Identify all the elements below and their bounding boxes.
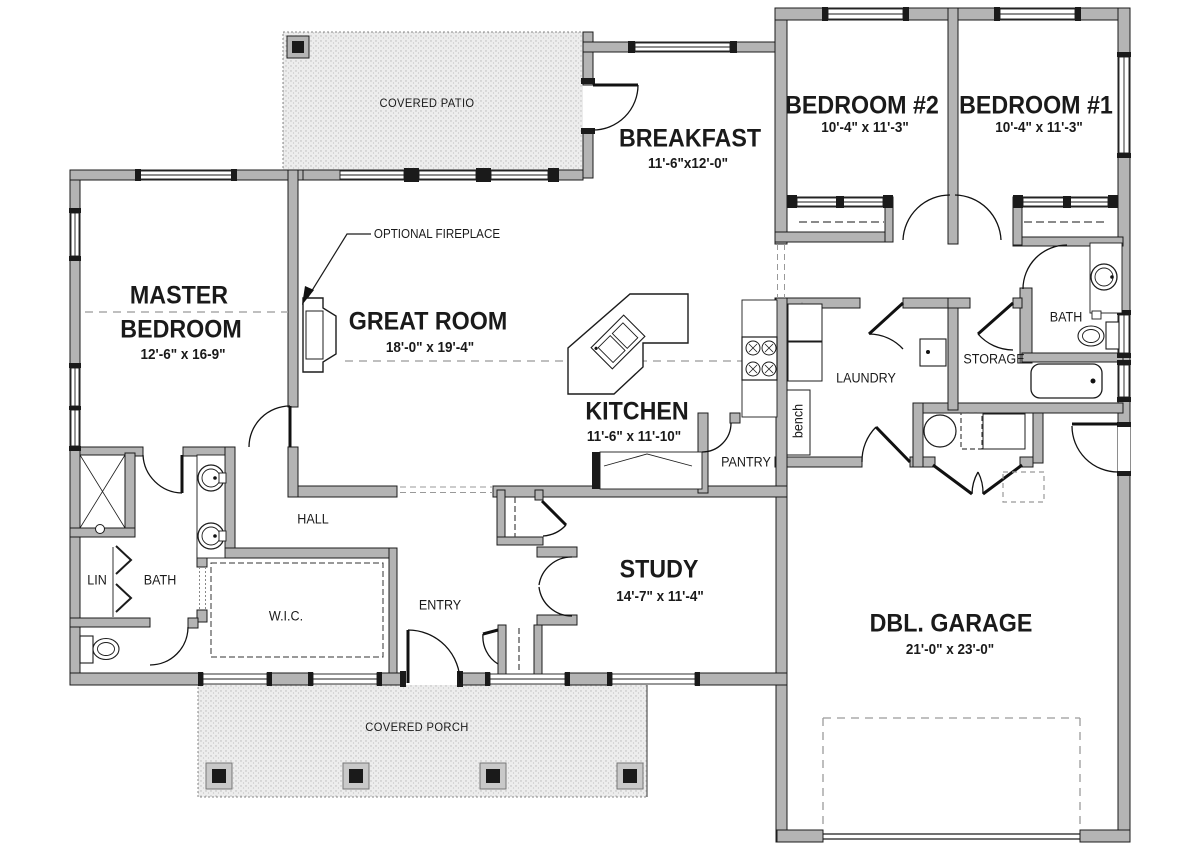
- label-bedroom1: BEDROOM #1: [959, 91, 1113, 120]
- water-heater: [923, 414, 957, 448]
- label-breakfast: BREAKFAST: [618, 124, 762, 153]
- utility-fixtures: [923, 413, 1026, 450]
- master-bath-vanity: [196, 454, 227, 559]
- label-garage: DBL. GARAGE: [869, 609, 1033, 638]
- label-great-room-dims: 18'-0" x 19'-4": [385, 340, 475, 356]
- kitchen-island: [567, 293, 689, 395]
- label-covered-patio: COVERED PATIO: [379, 96, 475, 110]
- label-hall: HALL: [297, 511, 329, 527]
- fixtures: [79, 233, 1123, 664]
- shower: [79, 454, 126, 534]
- label-great-room: GREAT ROOM: [348, 307, 508, 336]
- label-kitchen: KITCHEN: [585, 397, 689, 426]
- toilet-right-tank: [1105, 321, 1120, 350]
- linen-bifold-doors: [112, 545, 133, 617]
- label-laundry: LAUNDRY: [836, 370, 896, 386]
- label-study-dims: 14'-7" x 11'-4": [616, 589, 704, 605]
- utility-sink: [919, 338, 947, 367]
- label-lin: LIN: [87, 572, 107, 588]
- label-entry: ENTRY: [418, 597, 462, 613]
- kitchen-counter-right: [741, 299, 778, 418]
- label-bedroom2-dims: 10'-4" x 11'-3": [821, 120, 909, 136]
- label-kitchen-dims: 11'-6" x 11'-10": [586, 429, 682, 445]
- garage-door-dashed: [822, 717, 1081, 830]
- fireplace: [302, 297, 337, 373]
- laundry-fixtures: [786, 303, 947, 456]
- label-optional-fireplace: OPTIONAL FIREPLACE: [373, 227, 501, 241]
- label-wic: W.I.C.: [268, 608, 304, 624]
- label-master-line1: MASTER: [129, 281, 229, 310]
- label-garage-dims: 21'-0" x 23'-0": [905, 642, 995, 658]
- bathtub: [1030, 363, 1103, 399]
- toilet-left: [79, 635, 120, 664]
- label-covered-porch: COVERED PORCH: [365, 720, 469, 734]
- range: [741, 336, 778, 381]
- label-bedroom1-dims: 10'-4" x 11'-3": [995, 120, 1083, 136]
- doors: [142, 83, 1119, 684]
- label-bedroom2: BEDROOM #2: [785, 91, 939, 120]
- label-storage: STORAGE: [963, 351, 1025, 367]
- bath-right-fixtures: [1030, 242, 1123, 399]
- label-study: STUDY: [619, 555, 699, 584]
- label-bath-left: BATH: [143, 572, 177, 588]
- windows: [69, 7, 1131, 687]
- covered-patio-area: [282, 31, 583, 172]
- label-master-dims: 12'-6" x 16-9": [140, 347, 226, 363]
- optional-fireplace-leader: [302, 233, 371, 305]
- covered-porch-area: [197, 683, 648, 798]
- label-master-line2: BEDROOM: [120, 315, 242, 344]
- window-caps: [69, 7, 1131, 687]
- label-bath-right: BATH: [1049, 309, 1083, 325]
- label-pantry: PANTRY: [721, 454, 771, 470]
- porch-posts: [205, 762, 644, 790]
- label-breakfast-dims: 11'-6"x12'-0": [648, 156, 728, 172]
- label-bench: bench: [790, 403, 806, 439]
- island-double-sink: [590, 314, 646, 370]
- kitchen-counter-bottom: [592, 451, 703, 490]
- bench-seat: [786, 389, 811, 456]
